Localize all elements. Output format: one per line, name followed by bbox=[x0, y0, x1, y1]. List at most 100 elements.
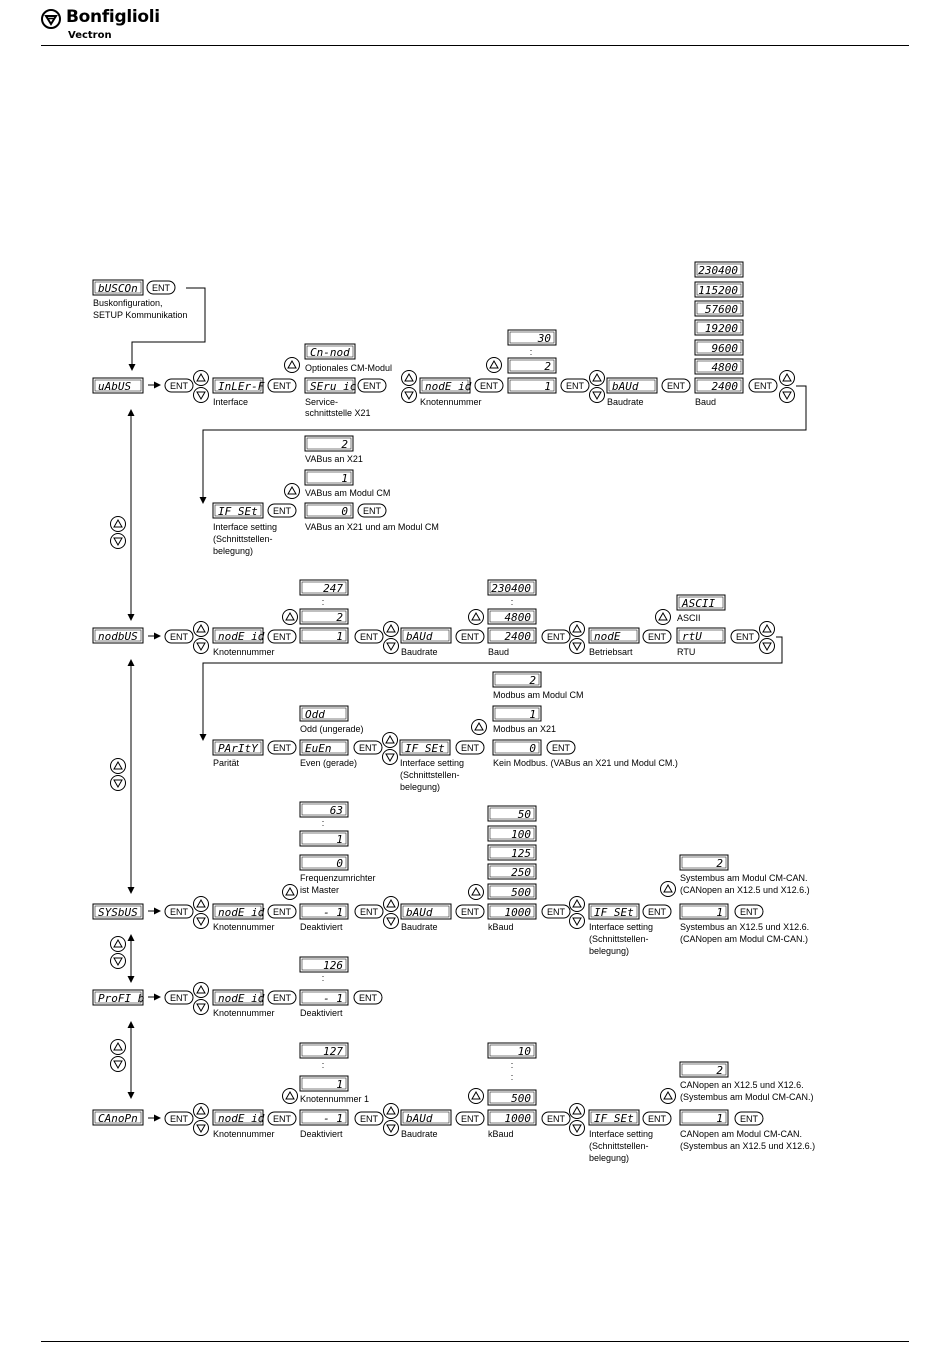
up-key[interactable] bbox=[383, 621, 399, 637]
ent-key[interactable] bbox=[560, 378, 590, 393]
ent-key[interactable] bbox=[541, 629, 571, 644]
up-key[interactable] bbox=[284, 483, 300, 499]
ent-key[interactable] bbox=[353, 740, 383, 755]
ent-key[interactable] bbox=[353, 990, 383, 1005]
canopen-ifset-label: belegung) bbox=[589, 1153, 629, 1163]
down-key[interactable] bbox=[382, 749, 398, 765]
down-key[interactable] bbox=[193, 638, 209, 654]
ent-key[interactable] bbox=[357, 378, 387, 393]
ent-key[interactable] bbox=[734, 1111, 764, 1126]
flow-line bbox=[128, 287, 206, 371]
up-key[interactable] bbox=[383, 1103, 399, 1119]
up-key[interactable] bbox=[569, 1103, 585, 1119]
down-key[interactable] bbox=[110, 1056, 126, 1072]
up-key[interactable] bbox=[759, 621, 775, 637]
ent-key[interactable] bbox=[661, 378, 691, 393]
up-key[interactable] bbox=[193, 1103, 209, 1119]
up-key[interactable] bbox=[193, 896, 209, 912]
ent-key[interactable] bbox=[164, 904, 194, 919]
ent-key[interactable] bbox=[146, 280, 176, 295]
ent-key[interactable] bbox=[267, 378, 297, 393]
down-key[interactable] bbox=[569, 1120, 585, 1136]
ent-key[interactable] bbox=[267, 740, 297, 755]
up-key[interactable] bbox=[471, 719, 487, 735]
ent-key[interactable] bbox=[455, 1111, 485, 1126]
ent-key[interactable] bbox=[164, 1111, 194, 1126]
up-key[interactable] bbox=[468, 1088, 484, 1104]
ent-key[interactable] bbox=[642, 1111, 672, 1126]
down-key[interactable] bbox=[110, 775, 126, 791]
down-key[interactable] bbox=[779, 387, 795, 403]
canopen-display-inner bbox=[94, 1111, 142, 1124]
up-key[interactable] bbox=[468, 884, 484, 900]
up-key[interactable] bbox=[382, 732, 398, 748]
down-key[interactable] bbox=[110, 953, 126, 969]
ent-key[interactable] bbox=[354, 904, 384, 919]
up-key[interactable] bbox=[401, 370, 417, 386]
up-key[interactable] bbox=[383, 896, 399, 912]
down-key[interactable] bbox=[193, 999, 209, 1015]
ent-key[interactable] bbox=[267, 629, 297, 644]
down-key[interactable] bbox=[569, 913, 585, 929]
up-key[interactable] bbox=[193, 370, 209, 386]
ent-key[interactable] bbox=[642, 629, 672, 644]
down-key[interactable] bbox=[193, 1120, 209, 1136]
down-key[interactable] bbox=[401, 387, 417, 403]
ent-key[interactable] bbox=[164, 378, 194, 393]
down-key[interactable] bbox=[193, 913, 209, 929]
sysbus-node-1-inner bbox=[301, 832, 347, 845]
down-key[interactable] bbox=[383, 638, 399, 654]
ent-key[interactable] bbox=[455, 629, 485, 644]
ent-key[interactable] bbox=[474, 378, 504, 393]
ent-key[interactable] bbox=[642, 904, 672, 919]
up-key[interactable] bbox=[569, 621, 585, 637]
canopen-ifset-display: IF SEt bbox=[594, 1112, 634, 1125]
up-key[interactable] bbox=[486, 357, 502, 373]
up-key[interactable] bbox=[193, 621, 209, 637]
down-key[interactable] bbox=[110, 533, 126, 549]
down-key[interactable] bbox=[589, 387, 605, 403]
ent-key[interactable] bbox=[267, 1111, 297, 1126]
up-key[interactable] bbox=[284, 357, 300, 373]
ent-key[interactable] bbox=[267, 503, 297, 518]
down-key[interactable] bbox=[383, 1120, 399, 1136]
up-key[interactable] bbox=[655, 609, 671, 625]
up-key[interactable] bbox=[282, 609, 298, 625]
down-key[interactable] bbox=[193, 387, 209, 403]
sysbus-baud-1000: 1000 bbox=[505, 906, 532, 919]
down-key[interactable] bbox=[759, 638, 775, 654]
up-key[interactable] bbox=[110, 516, 126, 532]
down-key[interactable] bbox=[383, 913, 399, 929]
profib-display: ProFI b bbox=[98, 992, 144, 1005]
ent-key[interactable] bbox=[267, 990, 297, 1005]
up-key[interactable] bbox=[660, 1088, 676, 1104]
ent-key[interactable] bbox=[357, 503, 387, 518]
ent-key[interactable] bbox=[541, 904, 571, 919]
ent-key[interactable] bbox=[541, 1111, 571, 1126]
vabus-baud-57600: 57600 bbox=[705, 303, 738, 316]
up-key[interactable] bbox=[589, 370, 605, 386]
ent-key[interactable] bbox=[546, 740, 576, 755]
ent-key[interactable] bbox=[164, 990, 194, 1005]
up-key[interactable] bbox=[779, 370, 795, 386]
ent-key[interactable] bbox=[354, 1111, 384, 1126]
ent-key[interactable] bbox=[164, 629, 194, 644]
ent-key[interactable] bbox=[748, 378, 778, 393]
sysbus-baud-250: 250 bbox=[511, 866, 531, 879]
up-key[interactable] bbox=[468, 609, 484, 625]
ent-key[interactable] bbox=[455, 904, 485, 919]
ent-key[interactable] bbox=[354, 629, 384, 644]
ent-key[interactable] bbox=[267, 904, 297, 919]
up-key[interactable] bbox=[193, 982, 209, 998]
ent-key[interactable] bbox=[734, 904, 764, 919]
up-key[interactable] bbox=[110, 758, 126, 774]
up-key[interactable] bbox=[110, 936, 126, 952]
up-key[interactable] bbox=[110, 1039, 126, 1055]
ent-key[interactable] bbox=[730, 629, 760, 644]
up-key[interactable] bbox=[569, 896, 585, 912]
ent-key[interactable] bbox=[455, 740, 485, 755]
down-key[interactable] bbox=[569, 638, 585, 654]
up-key[interactable] bbox=[282, 884, 298, 900]
up-key[interactable] bbox=[660, 881, 676, 897]
up-key[interactable] bbox=[282, 1088, 298, 1104]
